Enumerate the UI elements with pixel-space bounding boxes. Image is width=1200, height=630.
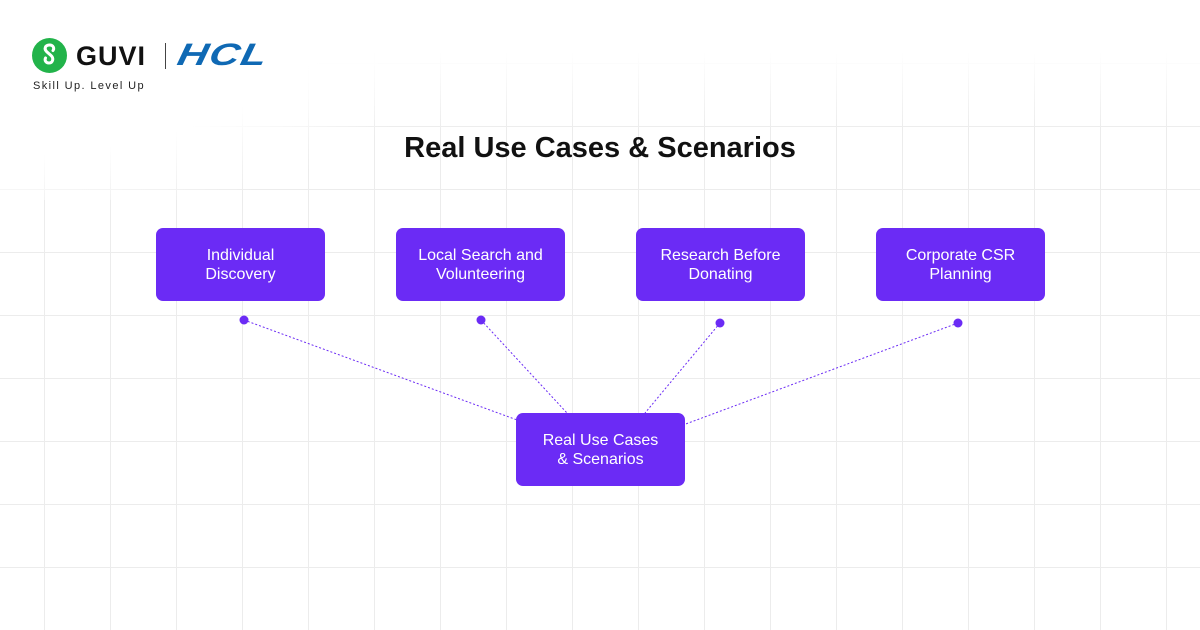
center-node-label: Real Use Cases & Scenarios <box>542 431 659 468</box>
grid-fade-corner <box>0 0 420 200</box>
connector-dot <box>476 315 486 325</box>
connector-line <box>243 319 521 422</box>
connector-line <box>682 322 959 426</box>
branch-node-local-search: Local Search and Volunteering <box>396 228 565 301</box>
node-label: Corporate CSR Planning <box>905 246 1016 283</box>
connector-dot <box>715 318 725 328</box>
brand-tagline: Skill Up. Level Up <box>33 80 146 92</box>
connector-line <box>644 322 721 414</box>
brand-logo: GUVI HCL Skill Up. Level Up <box>32 37 332 98</box>
guvi-wordmark: GUVI <box>76 41 147 71</box>
logo-divider <box>165 43 166 69</box>
page-title: Real Use Cases & Scenarios <box>404 132 796 164</box>
center-node: Real Use Cases & Scenarios <box>516 413 685 486</box>
connector-dot <box>953 318 963 328</box>
node-label: Individual Discovery <box>205 246 276 283</box>
node-label: Local Search and Volunteering <box>418 246 543 283</box>
branch-node-individual-discovery: Individual Discovery <box>156 228 325 301</box>
connector-line <box>480 319 568 414</box>
branch-node-research-before-donating: Research Before Donating <box>636 228 805 301</box>
guvi-glyph-icon <box>43 43 56 65</box>
guvi-logo-icon <box>32 38 67 73</box>
connector-dot <box>239 315 249 325</box>
branch-node-corporate-csr: Corporate CSR Planning <box>876 228 1045 301</box>
node-label: Research Before Donating <box>660 246 781 283</box>
